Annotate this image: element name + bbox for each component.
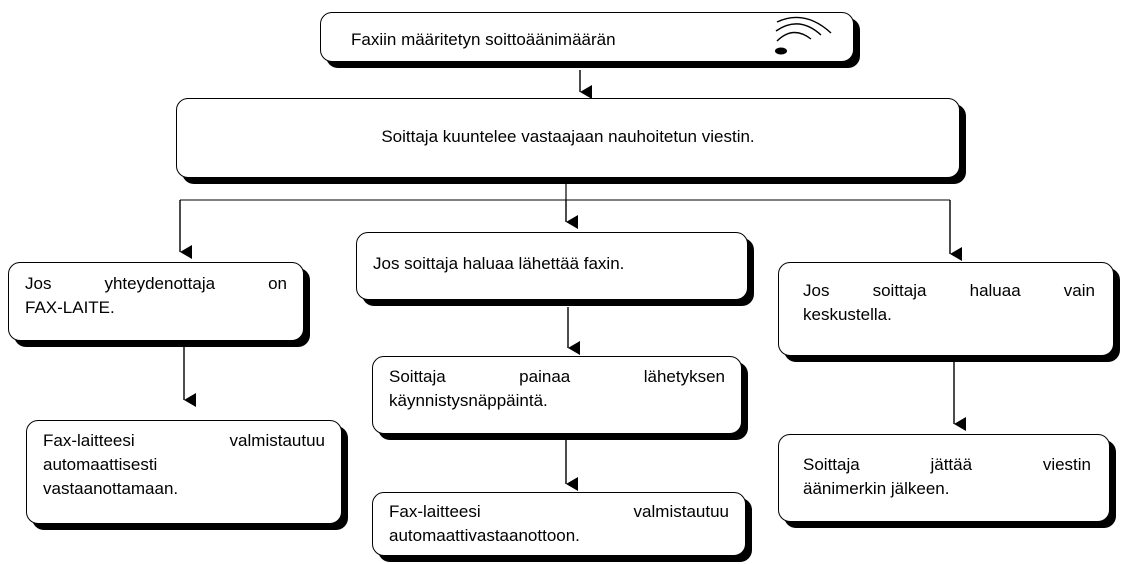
step-box-ring-count: Faxiin määritetyn soittoäänimäärän	[320, 12, 854, 62]
ring-count-text: Faxiin määritetyn soittoäänimäärän	[351, 30, 616, 49]
step-box-caller-wants-fax: Jos soittaja haluaa lähettää faxin.	[356, 232, 748, 300]
step-box-leave-message: Soittaja jättää viestin äänimerkin jälke…	[778, 434, 1110, 522]
fax-caller-line-2: FAX-LAITE.	[25, 298, 115, 317]
fax-auto-prepare-line-3: vastaanottamaan.	[43, 479, 179, 498]
step-box-fax-caller: Jos yhteydenottaja on FAX-LAITE.	[8, 262, 304, 341]
listen-message-text: Soittaja kuuntelee vastaajaan nauhoitetu…	[381, 127, 755, 146]
caller-wants-talk-line-2: keskustella.	[803, 305, 892, 324]
ringing-sound-icon	[775, 16, 832, 55]
step-box-caller-wants-talk: Jos soittaja haluaa vain keskustella.	[778, 262, 1114, 356]
step-box-listen-message: Soittaja kuuntelee vastaajaan nauhoitetu…	[176, 98, 960, 178]
auto-receive-line-2: automaattivastaanottoon.	[389, 526, 580, 545]
step-box-auto-receive: Fax-laitteesi valmistautuu automaattivas…	[372, 492, 746, 556]
press-start-line-2: käynnistysnäppäintä.	[389, 391, 548, 410]
fax-caller-line-1: Jos yhteydenottaja on	[25, 274, 287, 293]
leave-message-line-1: Soittaja jättää viestin	[803, 455, 1091, 474]
caller-wants-talk-line-1: Jos soittaja haluaa vain	[803, 281, 1095, 300]
step-box-press-start: Soittaja painaa lähetyksen käynnistysnäp…	[372, 356, 742, 434]
leave-message-line-2: äänimerkin jälkeen.	[803, 479, 950, 498]
auto-receive-line-1: Fax-laitteesi valmistautuu	[389, 502, 729, 521]
press-start-line-1: Soittaja painaa lähetyksen	[389, 367, 725, 386]
fax-auto-prepare-line-2: automaattisesti	[43, 455, 158, 474]
fax-auto-prepare-line-1: Fax-laitteesi valmistautuu	[43, 431, 325, 450]
caller-wants-fax-text: Jos soittaja haluaa lähettää faxin.	[373, 254, 625, 273]
step-box-fax-auto-prepare: Fax-laitteesi valmistautuu automaattises…	[26, 420, 342, 524]
